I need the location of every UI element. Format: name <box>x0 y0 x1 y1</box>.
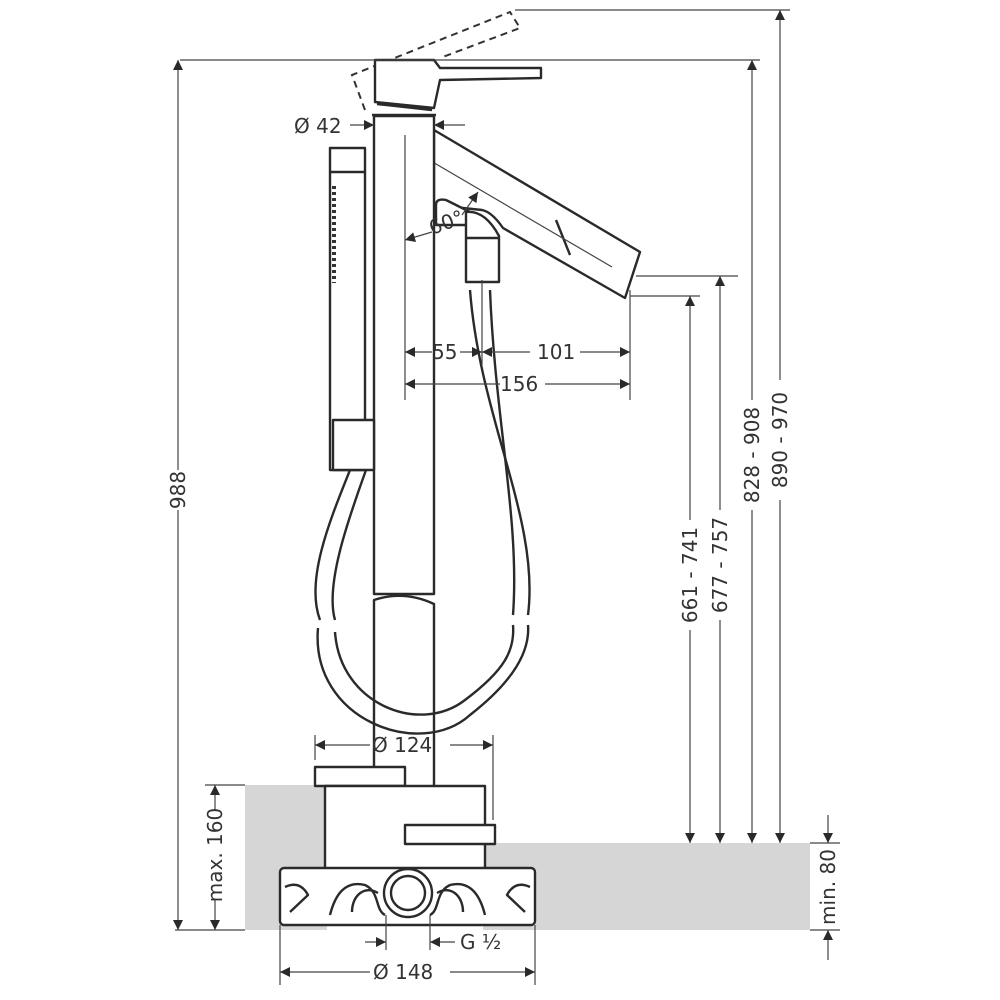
label-handle-raised-height: 890 - 970 <box>768 392 792 488</box>
label-base-diameter: Ø 124 <box>372 733 432 757</box>
spout <box>432 128 642 300</box>
raised-handle-outline <box>350 10 522 111</box>
label-offset-55: 55 <box>432 340 457 364</box>
label-spout-height-2: 677 - 757 <box>708 517 732 613</box>
label-total-height: 988 <box>166 471 190 509</box>
label-spout-height-1: 661 - 741 <box>678 527 702 623</box>
label-handle-height: 828 - 908 <box>740 407 764 503</box>
hose <box>314 289 531 735</box>
base-body <box>278 765 537 927</box>
hose-connector <box>434 198 501 284</box>
label-thread: G ½ <box>460 930 501 954</box>
column <box>372 113 436 822</box>
label-reach-156: 156 <box>500 372 538 396</box>
label-spout-diameter: Ø 42 <box>294 114 342 138</box>
label-min-depth: min. 80 <box>816 849 840 925</box>
floor-section <box>245 785 810 930</box>
lever-handle <box>373 58 543 112</box>
dimension-labels: Ø 42 60° 55 101 156 988 890 - 970 828 - … <box>166 114 840 984</box>
label-max-depth: max. 160 <box>203 808 227 902</box>
label-offset-101: 101 <box>537 340 575 364</box>
label-plate-diameter: Ø 148 <box>373 960 433 984</box>
hand-shower <box>328 146 376 472</box>
dimension-lines <box>173 9 840 985</box>
